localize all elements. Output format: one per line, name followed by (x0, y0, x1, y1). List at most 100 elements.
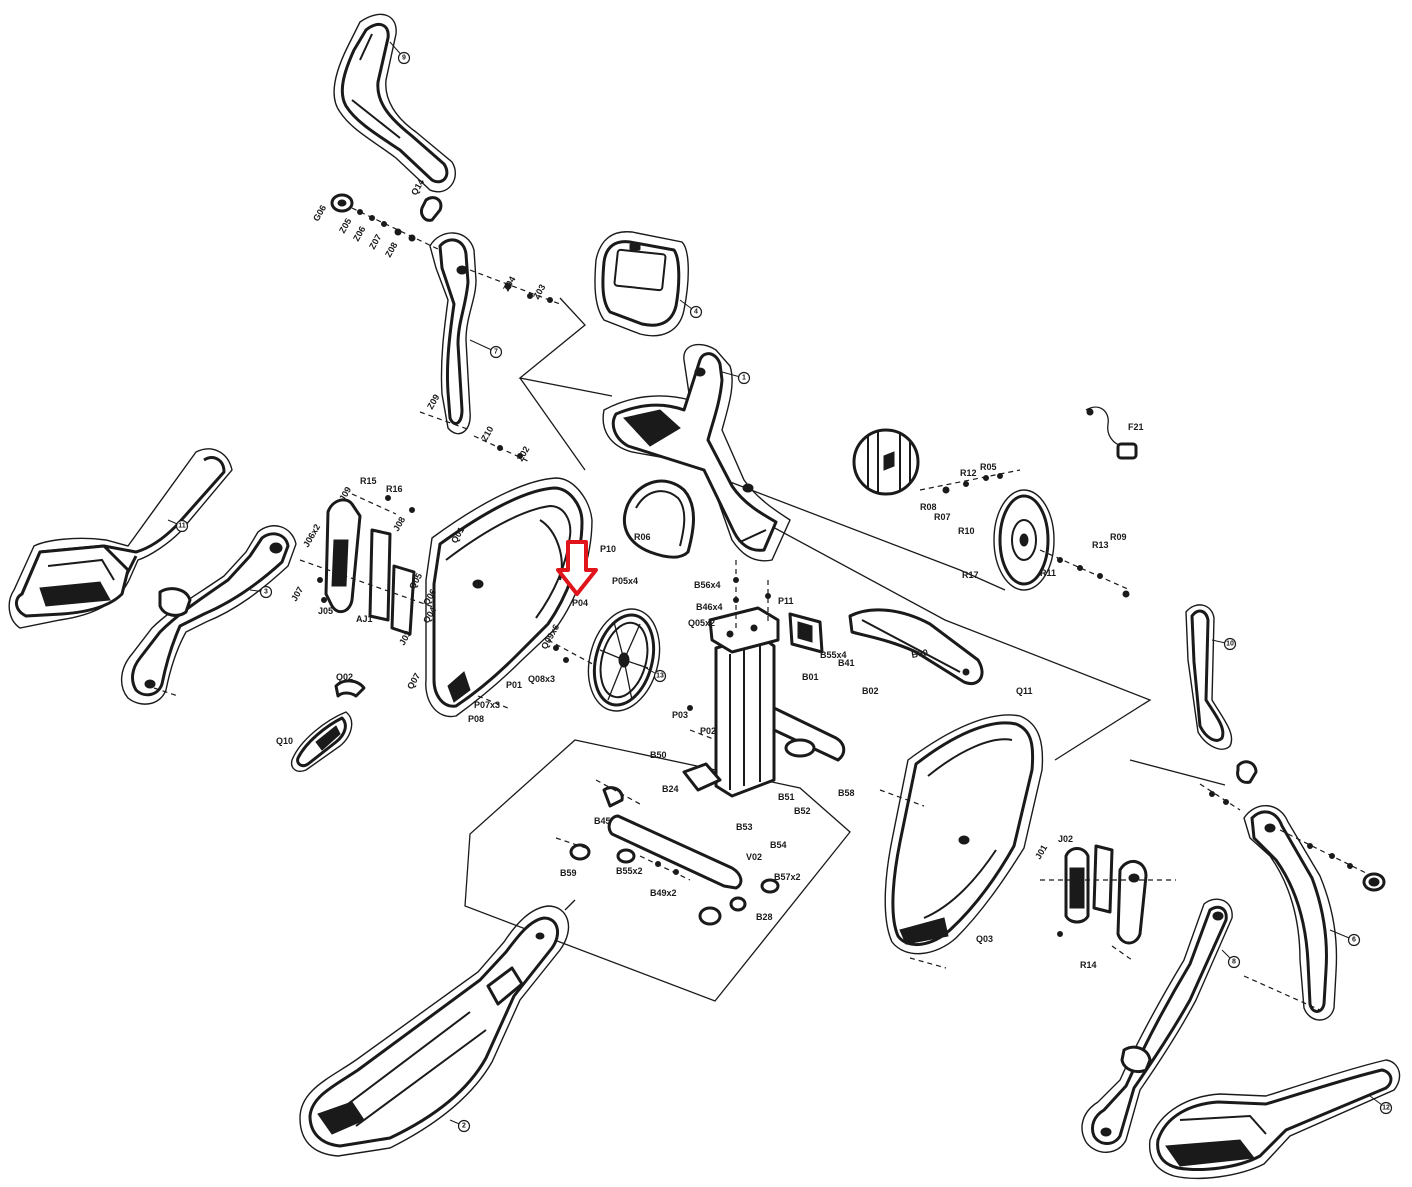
part-label-b52: B52 (794, 806, 811, 816)
part-label-p08: P08 (468, 714, 484, 724)
part-label-b28: B28 (756, 912, 773, 922)
part-label-r12: R12 (960, 468, 977, 478)
part-label-b54: B54 (770, 840, 787, 850)
callout-10: 10 (1211, 637, 1237, 651)
part-label-r11: R11 (1040, 568, 1056, 578)
part-label-z05: Z05 (337, 217, 353, 235)
part-label-g06: G06 (311, 203, 328, 223)
part-label-q07: Q07 (405, 671, 422, 691)
main-frame-upright (602, 343, 791, 562)
part-label-b24: B24 (662, 784, 679, 794)
callout-number: 13 (656, 673, 664, 680)
part-label-r08: R08 (920, 502, 937, 512)
part-label-r15: R15 (360, 476, 377, 486)
upper-swing-arm-left (419, 232, 561, 463)
right-crank-bracket (1040, 844, 1176, 961)
drive-belt-r06 (622, 479, 695, 559)
part-label-b55x2: B55x2 (616, 866, 643, 876)
callout-6: 6 (1329, 929, 1361, 947)
part-label-z02: Z02 (515, 445, 531, 463)
callout-12: 12 (1369, 1095, 1393, 1115)
part-label-z04: Z04 (501, 275, 517, 293)
part-label-j02: J02 (1058, 834, 1073, 844)
part-label-j01: J01 (1033, 843, 1049, 861)
part-label-r17: R17 (962, 570, 979, 580)
upper-swing-arm-right (1243, 804, 1386, 1021)
arrow-down-icon (556, 540, 598, 596)
part-label-z06: Z06 (351, 225, 367, 243)
part-label-b57x2: B57x2 (774, 872, 801, 882)
callout-number: 2 (462, 1123, 466, 1130)
detail-inset (852, 428, 920, 496)
part-label-r06: R06 (634, 532, 651, 542)
part-label-r07: R07 (934, 512, 951, 522)
part-label-j08: J08 (391, 515, 407, 533)
callout-number: 8 (1232, 959, 1236, 966)
callout-number: 11 (178, 523, 186, 530)
part-label-b41: B41 (838, 658, 855, 668)
callout-11: 11 (167, 519, 189, 533)
part-label-p04: P04 (572, 598, 588, 608)
part-label-b02: B02 (862, 686, 879, 696)
left-crank-bracket (299, 493, 471, 636)
part-label-b53: B53 (736, 822, 753, 832)
top-cover-b60 (848, 608, 984, 685)
part-label-j06x2: J06x2 (301, 522, 322, 549)
part-label-r16: R16 (386, 484, 403, 494)
callout-number: 3 (264, 589, 268, 596)
assembly-guide-lines (464, 297, 1226, 1002)
part-label-z09: Z09 (425, 393, 441, 411)
part-label-p11: P11 (778, 596, 794, 606)
part-label-b49x2: B49x2 (650, 888, 677, 898)
callout-8: 8 (1221, 949, 1241, 969)
callout-number: 4 (694, 309, 698, 316)
part-label-q10: Q10 (276, 736, 293, 746)
part-label-p10: P10 (600, 544, 616, 554)
console-display (594, 231, 689, 337)
part-label-b59: B59 (560, 868, 577, 878)
part-label-p03: P03 (672, 710, 688, 720)
part-label-q05x2: Q05x2 (688, 618, 715, 628)
upper-handlebar-right (1185, 604, 1258, 811)
callout-2: 2 (449, 1119, 471, 1133)
part-label-z03: Z03 (531, 283, 547, 301)
lower-rail-left (299, 905, 570, 1157)
knob-g06 (330, 193, 354, 213)
part-label-q11: Q11 (1016, 686, 1033, 696)
sensor-f21 (1085, 406, 1138, 460)
part-label-b45: B45 (594, 816, 611, 826)
center-support-tower (687, 560, 846, 798)
pulley-wheel-left (587, 608, 661, 712)
part-label-p01: P01 (506, 680, 522, 690)
side-cover-right-q03 (879, 714, 1044, 969)
callout-number: 6 (1352, 937, 1356, 944)
part-label-b50: B50 (650, 750, 667, 760)
pivot-cap-q14 (420, 196, 443, 222)
part-label-q03: Q03 (976, 934, 993, 944)
callout-4: 4 (679, 299, 703, 319)
pedal-arm-left (8, 448, 233, 629)
part-label-p05x4: P05x4 (612, 576, 638, 586)
part-label-r09: R09 (1110, 532, 1127, 542)
part-label-q08x3: Q08x3 (528, 674, 555, 684)
part-label-f21: F21 (1128, 422, 1144, 432)
hardware-z05-z08 (351, 207, 441, 251)
part-label-b46x4: B46x4 (696, 602, 723, 612)
flywheel-right (919, 469, 1131, 598)
callout-13: 13 (645, 667, 667, 683)
part-label-aj1: AJ1 (356, 614, 373, 624)
part-label-b56x4: B56x4 (694, 580, 721, 590)
pedal-arm-right (1148, 1059, 1401, 1180)
part-label-q14: Q14 (409, 177, 426, 197)
part-label-p02: P02 (700, 726, 716, 736)
callout-number: 7 (494, 349, 498, 356)
cover-pieces-q02-q10 (290, 679, 366, 772)
side-cover-left-q01 (425, 477, 601, 718)
callout-number: 1 (742, 375, 746, 382)
base-stabilizer (555, 762, 780, 926)
part-label-b58: B58 (838, 788, 855, 798)
part-label-q02: Q02 (336, 672, 353, 682)
part-label-r14: R14 (1080, 960, 1097, 970)
part-label-j05: J05 (318, 606, 333, 616)
